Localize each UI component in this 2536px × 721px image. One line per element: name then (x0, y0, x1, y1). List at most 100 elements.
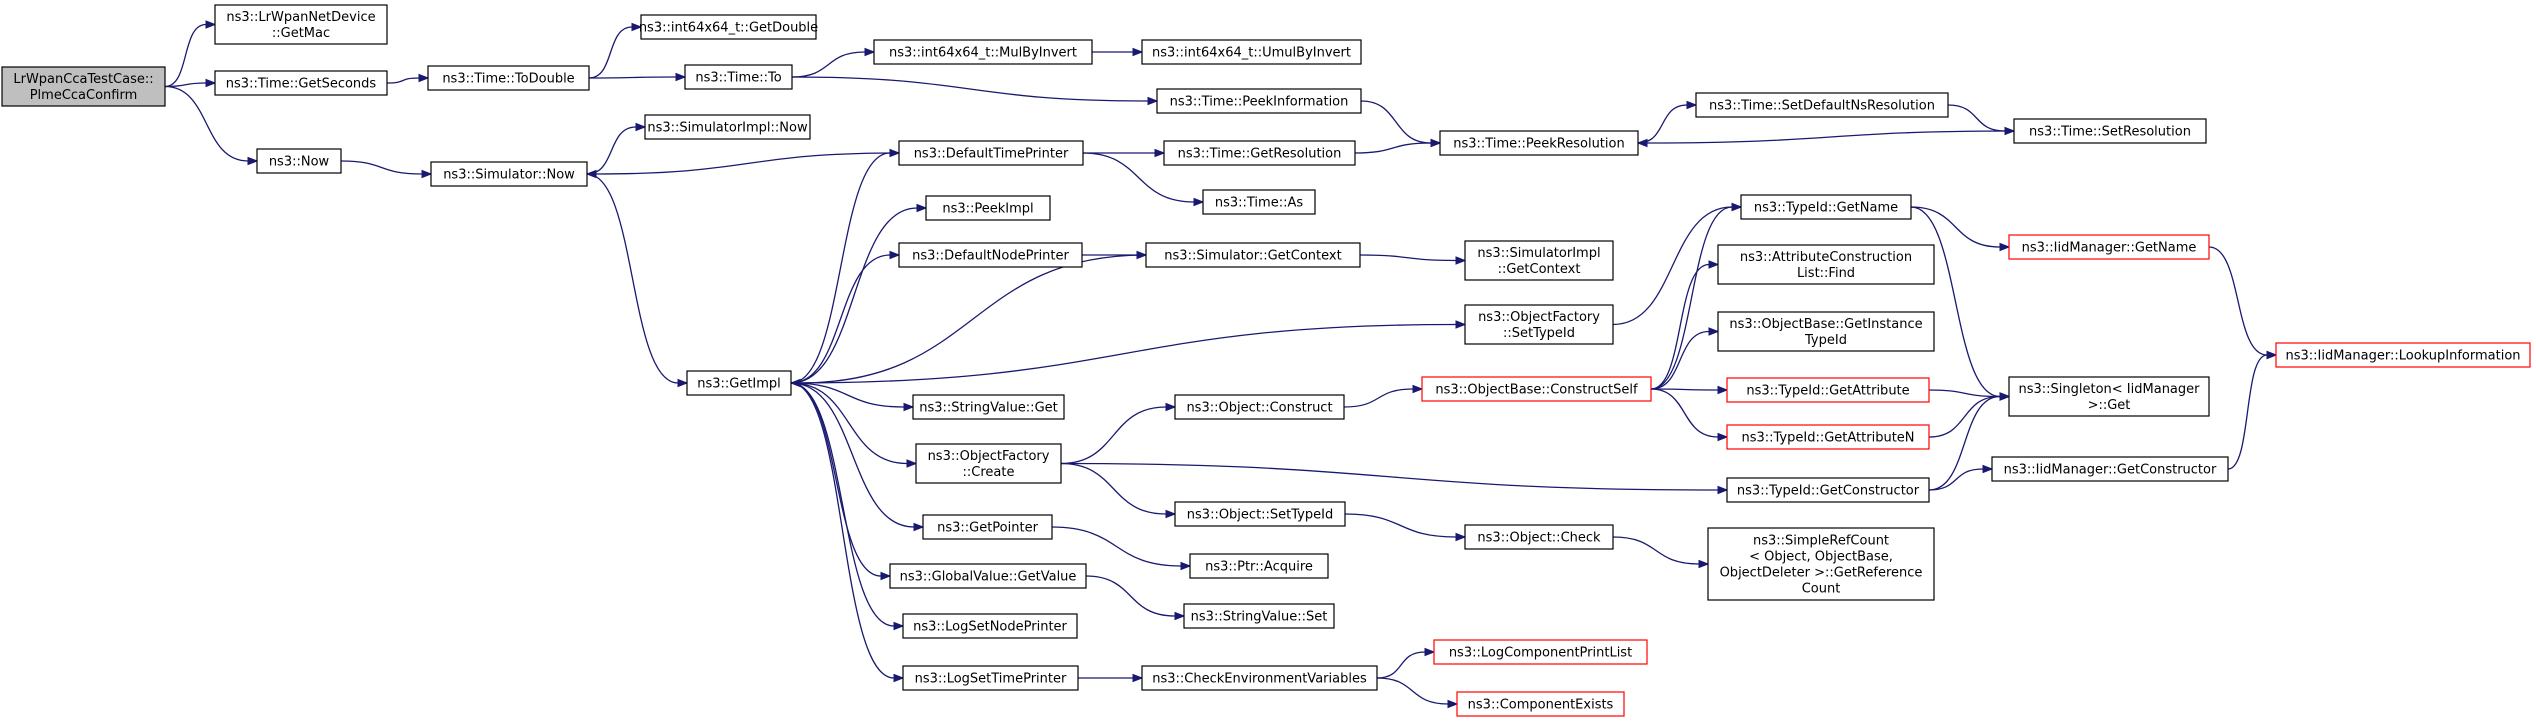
edge-line (1060, 462, 1719, 491)
node-stringvalueset[interactable]: ns3::StringValue::Set (1183, 603, 1335, 629)
node-box (256, 148, 342, 174)
node-label: TypeId (1804, 333, 1847, 348)
edge-line (790, 323, 1457, 384)
edge-line (1928, 468, 1984, 491)
edge-line (595, 152, 900, 175)
node-label: ns3::Time::SetDefaultNsResolution (1709, 99, 1935, 114)
node-setresolution[interactable]: ns3::Time::SetResolution (2013, 118, 2207, 144)
edge-setdefaultns-to-setresolution (1947, 104, 2016, 136)
node-simgetcontext[interactable]: ns3::Simulator::GetContext (1145, 242, 1361, 268)
edge-line (790, 382, 908, 465)
node-simnow[interactable]: ns3::Simulator::Now (430, 161, 588, 187)
edge-root-to-now (164, 85, 259, 166)
node-ptracquire[interactable]: ns3::Ptr::Acquire (1189, 553, 1329, 579)
edge-line (1060, 406, 1167, 465)
node-todouble[interactable]: ns3::Time::ToDouble (427, 65, 590, 91)
node-label: ns3::LrWpanNetDevice (226, 10, 375, 25)
node-getpointer[interactable]: ns3::GetPointer (922, 514, 1053, 540)
edge-timeto-to-mulbyinvert (791, 47, 876, 78)
edge-arrowhead (421, 169, 433, 179)
node-iidlookup[interactable]: ns3::IidManager::LookupInformation (2275, 342, 2531, 368)
node-i64getdouble[interactable]: ns3::int64x64_t::GetDouble (639, 14, 818, 40)
edge-arrowhead (1154, 148, 1166, 158)
node-label: ns3::SimpleRefCount (1753, 534, 1889, 549)
node-peekinfo[interactable]: ns3::Time::PeekInformation (1156, 88, 1362, 114)
edge-typeidgetname-to-singletonget (1910, 206, 2011, 401)
edge-arrowhead (205, 78, 217, 88)
node-iidgetctor[interactable]: ns3::IidManager::GetConstructor (1991, 456, 2229, 482)
edge-arrowhead (889, 148, 901, 158)
node-box (640, 14, 817, 40)
node-box (898, 140, 1084, 166)
node-checkenv[interactable]: ns3::CheckEnvironmentVariables (1141, 665, 1378, 691)
node-peekresolution[interactable]: ns3::Time::PeekResolution (1439, 130, 1639, 156)
node-setdefaultns[interactable]: ns3::Time::SetDefaultNsResolution (1695, 92, 1949, 118)
node-gvgetvalue[interactable]: ns3::GlobalValue::GetValue (889, 563, 1087, 589)
edge-arrowhead (1717, 385, 1729, 395)
edge-now-to-simnow (340, 160, 433, 179)
node-label: < Object, ObjectBase, (1749, 550, 1893, 565)
node-box (214, 70, 388, 96)
edge-line (1947, 104, 2006, 132)
node-objcheck[interactable]: ns3::Object::Check (1464, 524, 1614, 550)
node-stringvalueget[interactable]: ns3::StringValue::Get (912, 394, 1065, 420)
node-ofcreate[interactable]: ns3::ObjectFactory::Create (915, 443, 1062, 484)
node-getresolution[interactable]: ns3::Time::GetResolution (1163, 140, 1356, 166)
node-label: ns3::Time::GetResolution (1178, 147, 1342, 162)
node-getseconds[interactable]: ns3::Time::GetSeconds (214, 70, 388, 96)
node-peekimpl[interactable]: ns3::PeekImpl (925, 195, 1051, 221)
node-root[interactable]: LrWpanCcaTestCase::PlmeCcaConfirm (1, 66, 166, 107)
node-defnodeprinter[interactable]: ns3::DefaultNodePrinter (898, 242, 1083, 268)
node-deftimeprinter[interactable]: ns3::DefaultTimePrinter (898, 140, 1084, 166)
node-typeidgetctor[interactable]: ns3::TypeId::GetConstructor (1726, 477, 1930, 503)
node-label: ns3::SimulatorImpl (1477, 246, 1600, 261)
edge-arrowhead (1455, 320, 1467, 329)
edge-arrowhead (1430, 138, 1442, 148)
node-logsetnodeprinter[interactable]: ns3::LogSetNodePrinter (902, 613, 1078, 639)
node-box (1174, 394, 1345, 420)
node-now[interactable]: ns3::Now (256, 148, 342, 174)
edge-getimpl-to-defnodeprinter (790, 250, 901, 384)
node-typeidgetattr[interactable]: ns3::TypeId::GetAttribute (1726, 377, 1930, 403)
node-timeto[interactable]: ns3::Time::To (684, 64, 793, 90)
node-simimplgetcontext[interactable]: ns3::SimulatorImpl::GetContext (1464, 240, 1614, 281)
edge-arrowhead (913, 522, 925, 532)
edge-line (586, 173, 679, 384)
edge-iidgetname-to-iidlookup (2208, 246, 2278, 360)
node-umulbyinvert[interactable]: ns3::int64x64_t::UmulByInvert (1141, 39, 1362, 65)
node-objconstruct[interactable]: ns3::Object::Construct (1174, 394, 1345, 420)
node-typeidgetattrn[interactable]: ns3::TypeId::GetAttributeN (1726, 424, 1930, 450)
node-box (2013, 118, 2207, 144)
node-ofsettypeid[interactable]: ns3::ObjectFactory::SetTypeId (1464, 304, 1614, 345)
node-box (925, 195, 1051, 221)
node-compexists[interactable]: ns3::ComponentExists (1456, 691, 1625, 717)
node-objsettypeid[interactable]: ns3::Object::SetTypeId (1174, 501, 1346, 527)
node-label: ns3::Time::As (1215, 196, 1304, 211)
edge-line (1082, 152, 1195, 203)
node-box (1717, 311, 1935, 352)
node-mulbyinvert[interactable]: ns3::int64x64_t::MulByInvert (873, 39, 1093, 65)
node-getmac[interactable]: ns3::LrWpanNetDevice::GetMac (214, 4, 388, 45)
edge-line (1928, 395, 2001, 491)
node-label: ns3::LogSetNodePrinter (913, 620, 1067, 635)
edge-getseconds-to-todouble (386, 73, 430, 84)
node-typeidgetname[interactable]: ns3::TypeId::GetName (1740, 194, 1912, 220)
edge-arrowhead (1982, 464, 1994, 474)
node-logcompprintlist[interactable]: ns3::LogComponentPrintList (1433, 639, 1648, 665)
node-label: ns3::int64x64_t::MulByInvert (889, 46, 1077, 61)
node-constructself[interactable]: ns3::ObjectBase::ConstructSelf (1421, 376, 1652, 402)
edge-root-to-getseconds (164, 78, 217, 88)
node-timeas[interactable]: ns3::Time::As (1202, 189, 1316, 215)
node-simplerefcount[interactable]: ns3::SimpleRefCount< Object, ObjectBase,… (1707, 527, 1935, 601)
node-singletonget[interactable]: ns3::Singleton< IidManager >::Get (2008, 376, 2210, 417)
call-edges (164, 20, 2278, 709)
node-box (1141, 39, 1362, 65)
node-iidgetname[interactable]: ns3::IidManager::GetName (2008, 234, 2210, 260)
node-logsettimeprinter[interactable]: ns3::LogSetTimePrinter (902, 665, 1079, 691)
node-getimpl[interactable]: ns3::GetImpl (686, 370, 792, 396)
node-box (912, 394, 1065, 420)
edge-peekinfo-to-peekresolution (1360, 100, 1442, 148)
node-simimplnow[interactable]: ns3::SimulatorImpl::Now (644, 114, 811, 140)
